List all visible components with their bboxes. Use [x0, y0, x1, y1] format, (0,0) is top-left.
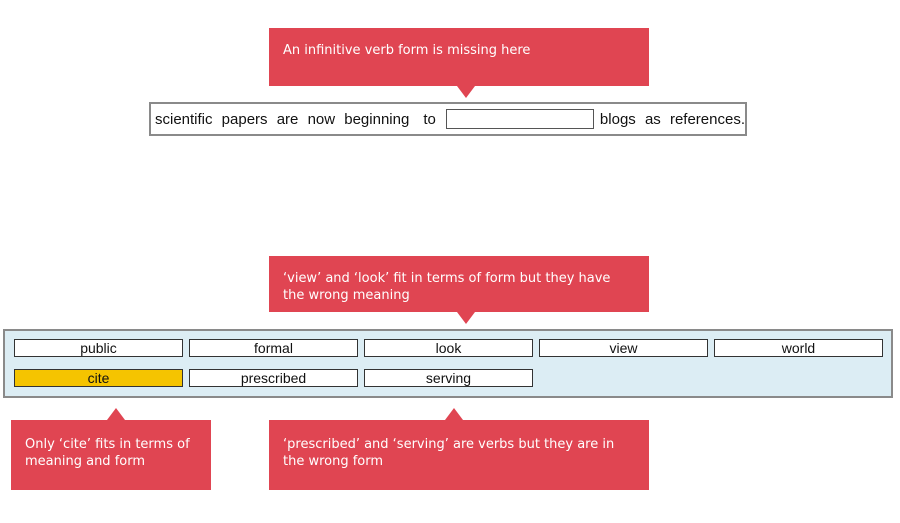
word-option-public[interactable]: public [14, 339, 183, 357]
word-option-view[interactable]: view [539, 339, 708, 357]
callout-missing-text: An infinitive verb form is missing here [283, 43, 531, 58]
word-bank: public formal look view world cite presc… [3, 329, 893, 398]
callout-pointer [457, 86, 475, 98]
callout-view-look: ‘view’ and ‘look’ fit in terms of form b… [269, 256, 649, 324]
sentence-after: blogs as references. [599, 110, 745, 128]
word-option-cite[interactable]: cite [14, 369, 183, 387]
callout-pointer [107, 408, 125, 420]
sentence-before: scientific papers are now beginning [155, 110, 410, 128]
word-option-serving[interactable]: serving [364, 369, 533, 387]
callout-prescribed-serving: ‘prescribed’ and ‘serving’ are verbs but… [269, 408, 649, 490]
callout-view-look-text: ‘view’ and ‘look’ fit in terms of form b… [283, 271, 611, 303]
sentence-to: to [423, 110, 436, 128]
word-option-world[interactable]: world [714, 339, 883, 357]
callout-pointer [445, 408, 463, 420]
callout-cite-text: Only ‘cite’ fits in terms of meaning and… [25, 437, 190, 469]
word-option-formal[interactable]: formal [189, 339, 358, 357]
callout-pointer [457, 312, 475, 324]
blank-input-field[interactable] [445, 109, 594, 129]
sentence-box: scientific papers are now beginning to b… [149, 102, 747, 136]
callout-cite: Only ‘cite’ fits in terms of meaning and… [11, 408, 211, 490]
word-option-look[interactable]: look [364, 339, 533, 357]
callout-missing-infinitive: An infinitive verb form is missing here [269, 28, 649, 98]
word-option-prescribed[interactable]: prescribed [189, 369, 358, 387]
callout-prescribed-text: ‘prescribed’ and ‘serving’ are verbs but… [283, 437, 615, 469]
